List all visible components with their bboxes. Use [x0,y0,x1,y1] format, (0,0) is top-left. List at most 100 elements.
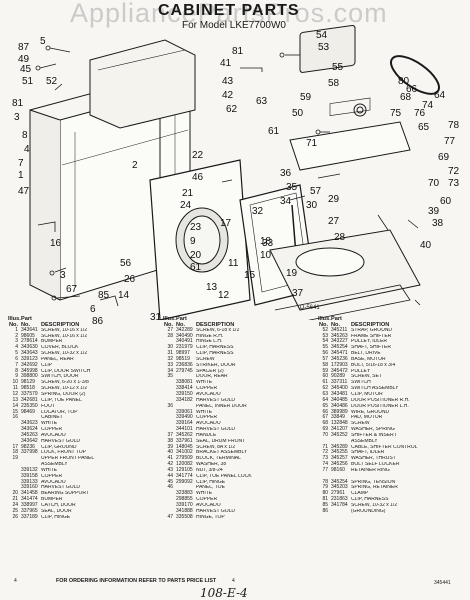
illus-number: 72 [322,449,328,456]
illus-number: 73 [322,455,328,462]
part-description [351,515,436,521]
callout-number: 39 [428,206,440,217]
illus-number: 10 [12,379,18,386]
footer-left-number: 4 [14,578,17,584]
part-description: SEAL, DOOR [41,508,72,514]
part-description: SPRING, RETAINER [351,485,398,491]
col-part: Part [331,316,342,322]
col-no: No. [318,321,328,328]
part-number: 334182 [176,396,193,403]
callout-number: 15 [244,270,256,281]
exploded-parts-diagram [29,24,440,320]
part-description: BLOCK, TERMINAL [196,456,241,462]
illus-number: 86 [322,507,328,514]
part-description: DOOR POSITIONER R.H. [351,397,410,403]
part-description: CLIP, HARNESS [351,497,389,503]
part-number: 343227 [331,338,348,345]
part-number: 345254 [331,344,348,351]
part-number: 342681 [21,396,38,403]
illus-number: 17 [12,443,18,450]
part-description: SHAFT, SHIFTER [351,345,392,351]
callout-number: 36 [280,168,292,179]
callout-number: 43 [222,76,234,87]
callout-number: 3 [60,270,66,281]
illus-number: 33 [167,361,173,368]
col-illus: Illus. [8,316,21,322]
table-header-2: No. No. DESCRIPTION [163,322,281,328]
illus-number: 35 [167,373,173,380]
callout-number: 66 [406,84,418,95]
table-row: ASSEMBLY [8,462,126,468]
illus-number: 85 [322,502,328,508]
callout-number: 33 [262,238,274,249]
callout-number: 30 [306,200,318,211]
illus-number: 4 [15,344,18,351]
callout-number: 2 [132,160,138,171]
part-description: HINGE L.H. [196,339,223,345]
col-description: DESCRIPTION [351,321,390,328]
illus-number: 80 [322,490,328,497]
part-number: 338081 [176,379,193,386]
part-number: 339061 [176,408,193,415]
col-part: Part [21,316,32,322]
part-number: 235350 [21,402,38,409]
illus-number: 78 [322,478,328,485]
illus-number: 67 [322,414,328,421]
illus-number: 40 [167,449,173,456]
part-description: WHITE [41,421,58,427]
part-number: 345400 [331,385,348,392]
callout-number: 62 [226,104,238,115]
table-header-2: No. No. DESCRIPTION [318,322,436,328]
part-description: HARVEST GOLD [196,397,235,403]
part-description: PANEL, TOE [196,485,225,491]
illus-number: 81 [322,496,328,503]
part-number: 132848 [331,420,348,427]
part-number: 339123 [21,355,38,362]
part-number: 343643 [21,350,38,357]
part-description: HARVEST GOLD [196,508,235,514]
part-number: 343630 [21,344,38,351]
part-description: AVOCADO [196,421,221,427]
part-description: SCREW, 6-20 x 1-3/8 [41,380,89,386]
part-number: 341002 [176,449,193,456]
model-subtitle: For Model LKE7700W0 [182,20,286,31]
part-number: 339164 [176,420,193,427]
drive-belt [390,55,440,95]
illus-number: 54 [322,338,328,345]
table-header-2: No. No. DESCRIPTION [8,322,126,328]
part-number: 279509 [176,455,193,462]
part-number: 339150 [176,390,193,397]
front-panel [149,159,251,320]
part-number: 342289 [176,326,193,333]
table-header: Illus. Part [8,316,126,322]
callout-number: 81 [12,98,24,109]
callout-number: 29 [328,194,340,205]
part-number: 27961 [331,490,345,497]
part-description: STRIKER, DOOR [196,362,236,368]
callout-number: 32 [252,206,264,217]
part-number: 345236 [331,355,348,362]
part-number: 337311 [331,379,348,386]
